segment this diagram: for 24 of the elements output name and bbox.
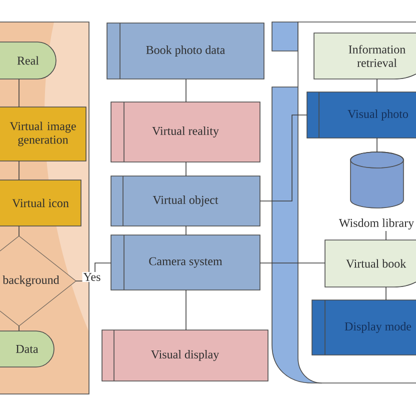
empty-box [272, 22, 298, 52]
process-box: Camera system [110, 234, 260, 290]
process-box: Visual photo [306, 92, 416, 138]
process-box: Virtual object [110, 176, 260, 226]
terminator-box: Data [0, 330, 54, 368]
process-box: Visual display [102, 330, 268, 382]
node-label: background [2, 276, 60, 286]
connector-line [260, 262, 326, 264]
process-box: Book photo data [106, 22, 264, 80]
connector-line [376, 138, 378, 152]
edge-label: Yes [82, 272, 102, 282]
connector-line [260, 114, 308, 202]
connector-line [76, 262, 112, 282]
connector-line [18, 326, 20, 332]
process-box: Virtual reality [110, 102, 260, 162]
connector-line [18, 226, 20, 236]
connector-line [18, 78, 20, 108]
process-box: Virtual icon [0, 180, 82, 226]
process-box: Virtual image generation [0, 106, 86, 162]
cylinder-label: Wisdom library [338, 218, 414, 230]
terminator-box: Real [0, 42, 56, 80]
connector-line [18, 160, 20, 180]
connector-line [376, 78, 378, 92]
process-box: Display mode [312, 300, 416, 356]
